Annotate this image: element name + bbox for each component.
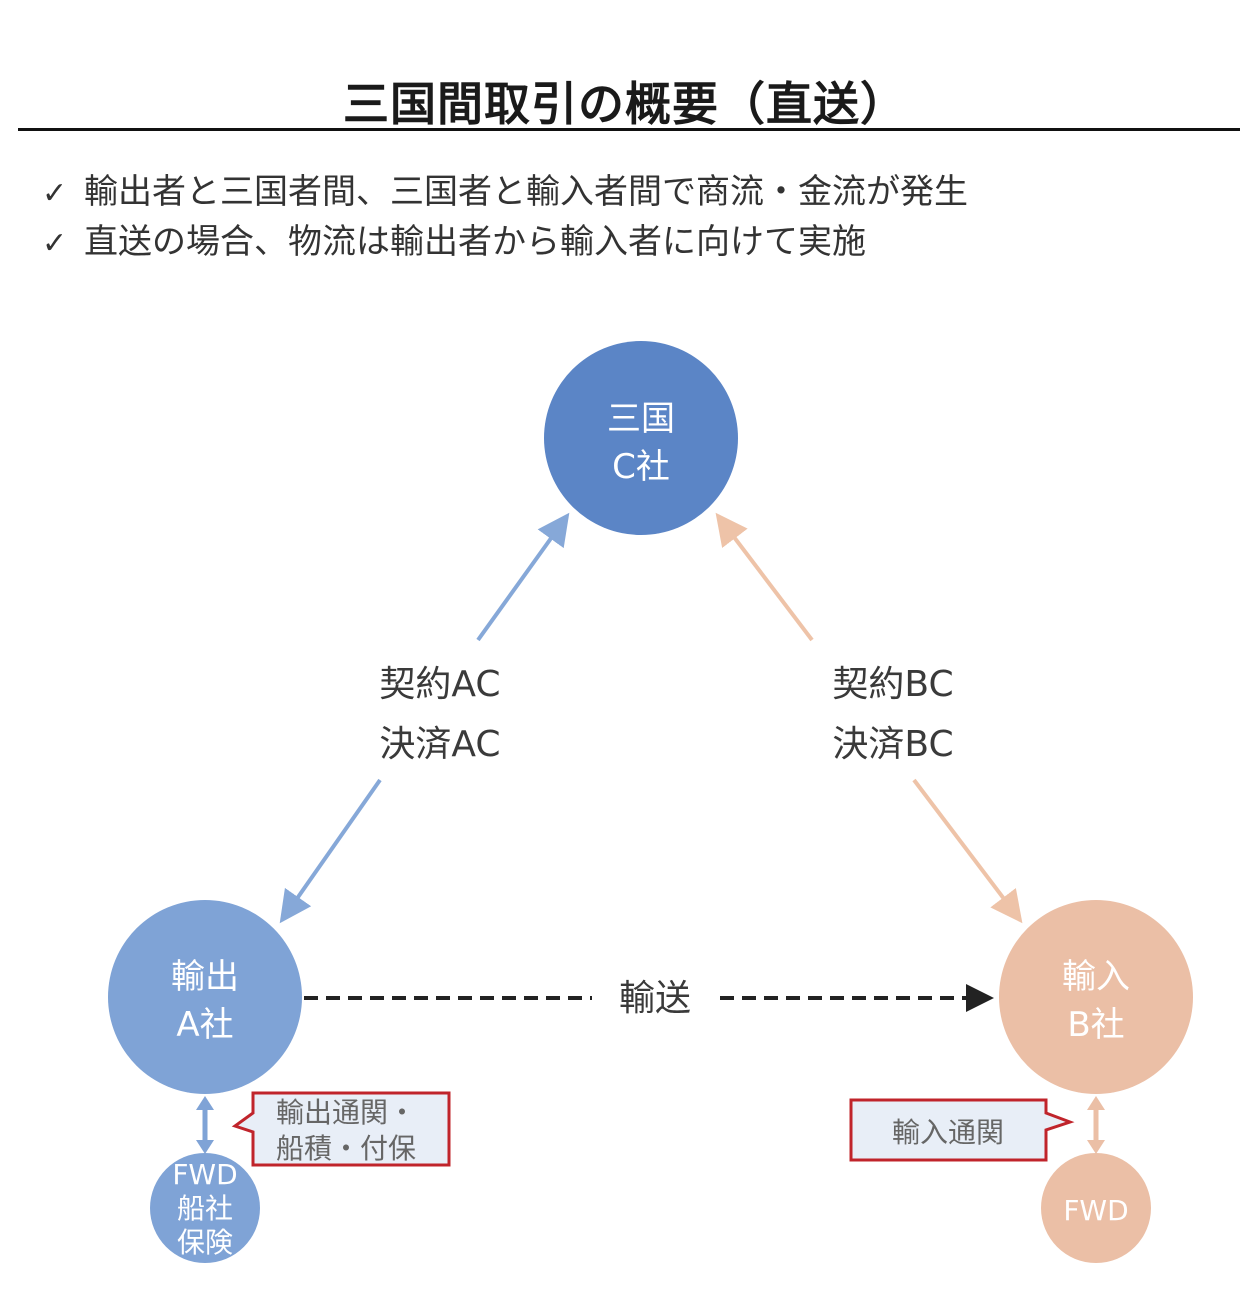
double-arrow-importer [1087,1096,1105,1154]
flow-ac-settlement: 決済AC [379,724,500,765]
node-importer-fwd: FWD [1041,1153,1151,1263]
exporter-services-line2: 船社 [177,1192,233,1225]
callout-export-line2: 船積・付保 [276,1132,416,1165]
node-importer-line1: 輸入 [1062,957,1130,997]
node-exporter: 輸出 A社 [108,900,302,1094]
node-third-country: 三国 C社 [544,341,738,535]
page-title: 三国間取引の概要（直送） [343,77,907,131]
bullet-item: ✓ 輸出者と三国者間、三国者と輸入者間で商流・金流が発生 [42,168,968,218]
callout-import-label: 輸入通関 [892,1116,1004,1149]
node-third-line1: 三国 [607,399,675,439]
bullet-text: 直送の場合、物流は輸出者から輸入者に向けて実施 [84,222,866,262]
check-icon: ✓ [42,176,68,211]
flow-bc-settlement: 決済BC [832,724,953,765]
node-importer-line2: B社 [1067,1005,1124,1045]
bullet-list: ✓ 輸出者と三国者間、三国者と輸入者間で商流・金流が発生 ✓ 直送の場合、物流は輸出… [42,168,968,268]
callout-export-customs: 輸出通関・ 船積・付保 [231,1091,451,1167]
bullet-text: 輸出者と三国者間、三国者と輸入者間で商流・金流が発生 [84,172,968,212]
callout-export-line1: 輸出通関・ [276,1096,416,1129]
node-exporter-line1: 輸出 [171,957,239,997]
title-divider [18,128,1240,131]
exporter-services-line1: FWD [172,1158,237,1191]
arrow-c-to-a [279,778,382,924]
arrow-c-to-b [912,778,1023,924]
arrow-b-to-c [715,512,814,642]
node-third-line2: C社 [612,447,670,487]
importer-fwd-label: FWD [1063,1194,1128,1227]
node-exporter-line2: A社 [176,1005,233,1045]
check-icon: ✓ [42,226,68,261]
flow-bc-contract: 契約BC [832,664,953,705]
transport-label: 輸送 [619,978,691,1019]
bullet-item: ✓ 直送の場合、物流は輸出者から輸入者に向けて実施 [42,218,968,268]
exporter-services-line3: 保険 [177,1226,233,1259]
callout-import-customs: 輸入通関 [849,1098,1075,1162]
flow-ac-contract: 契約AC [379,664,500,705]
double-arrow-exporter [196,1096,214,1154]
node-exporter-services: FWD 船社 保険 [150,1153,260,1263]
arrow-a-to-c [476,512,570,642]
node-importer: 輸入 B社 [999,900,1193,1094]
